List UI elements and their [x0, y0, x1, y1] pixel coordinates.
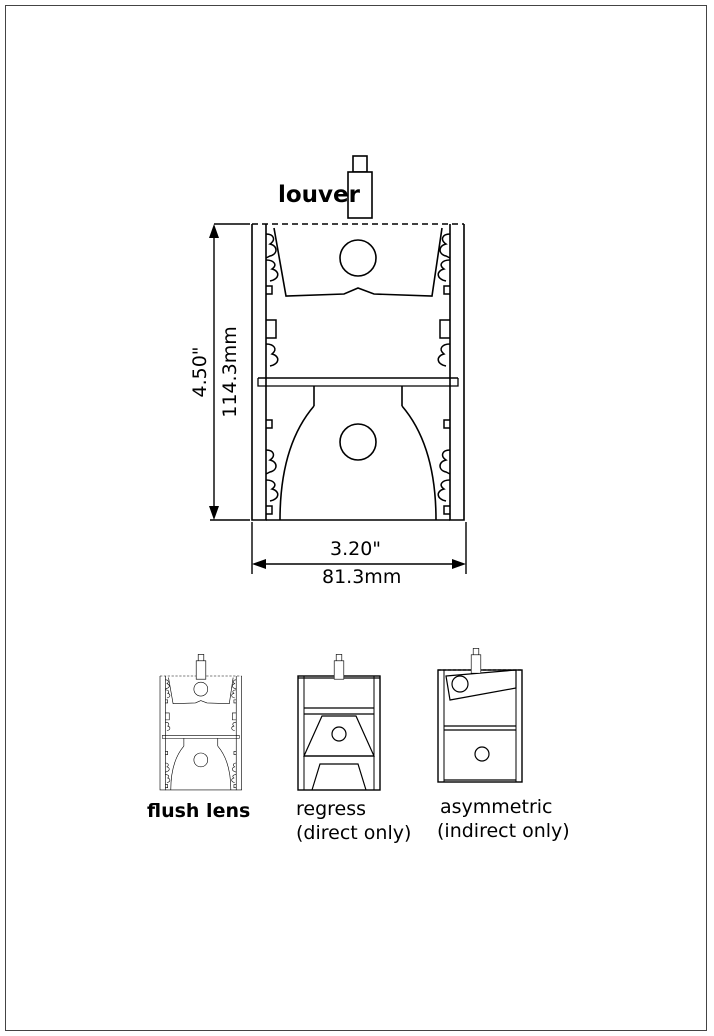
- variant-regress-stem: [333, 654, 345, 680]
- variant-flush-lens-stem: [195, 654, 207, 680]
- height-inches-label: 4.50": [189, 346, 211, 397]
- variant-flush-lens-drawing: [160, 676, 242, 790]
- width-dimension-line: [251, 522, 467, 574]
- width-mm-label: 81.3mm: [322, 566, 402, 588]
- variant-regress-sublabel: (direct only): [296, 822, 412, 844]
- variant-asymmetric-label: asymmetric: [440, 796, 553, 818]
- height-mm-label: 114.3mm: [219, 326, 241, 417]
- variant-regress-label: regress: [296, 798, 367, 820]
- louver-label: louver: [278, 182, 360, 208]
- main-fixture-section: [252, 224, 464, 520]
- height-dimension-line: [209, 223, 250, 521]
- variant-asymmetric-stem: [470, 648, 482, 674]
- variant-regress-drawing: [297, 675, 381, 791]
- width-inches-label: 3.20": [330, 538, 382, 560]
- drawing-frame: [5, 5, 707, 1031]
- variant-flush-lens-label: flush lens: [147, 800, 251, 822]
- variant-asymmetric-drawing: [437, 669, 523, 783]
- variant-asymmetric-sublabel: (indirect only): [437, 820, 570, 842]
